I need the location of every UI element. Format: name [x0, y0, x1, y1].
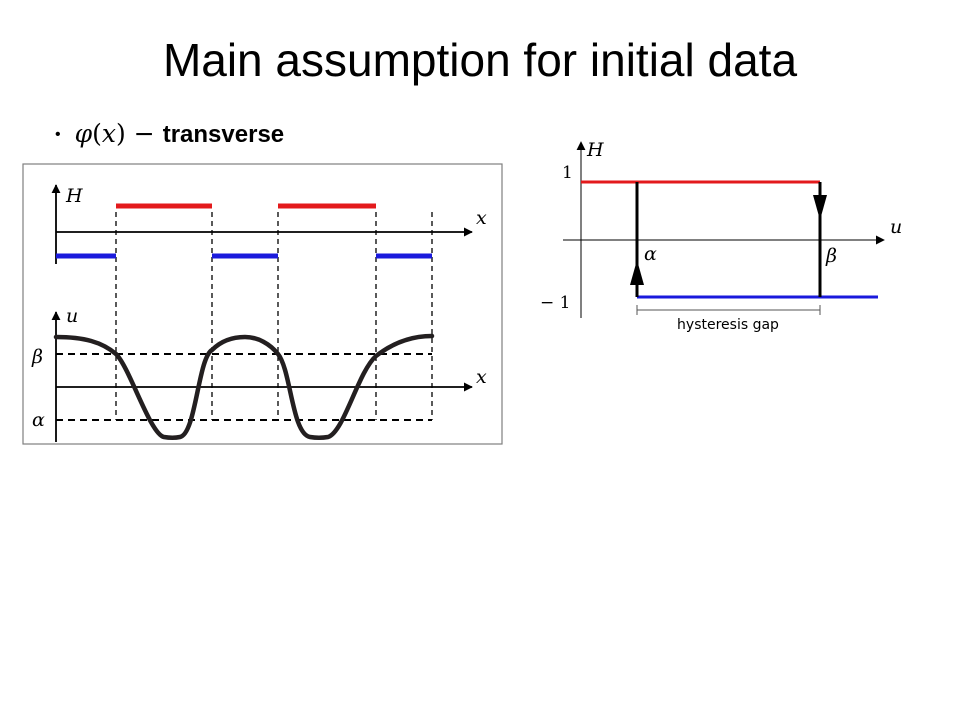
- left-diagram: H x u x β α: [22, 163, 503, 445]
- top-h-label: H: [65, 185, 83, 207]
- alpha-label-left: α: [32, 409, 45, 431]
- u-axis-label: u: [890, 216, 902, 238]
- bottom-x-label: x: [476, 366, 487, 388]
- bullet-item: • φ(x)−transverse: [55, 114, 284, 154]
- slide-title: Main assumption for initial data: [162, 34, 798, 86]
- up-arrow-icon: [630, 260, 644, 285]
- bullet-marker: •: [55, 126, 61, 143]
- right-diagram: H u 1 − 1 α β hysteresis gap: [540, 139, 902, 333]
- phi-symbol: φ: [74, 119, 93, 148]
- top-x-label: x: [476, 207, 487, 229]
- paren-open: (: [92, 119, 102, 148]
- beta-label-left: β: [31, 346, 43, 368]
- paren-close: ): [116, 119, 126, 148]
- u-profile-curve: [53, 333, 435, 440]
- tick-label-minus-1: − 1: [540, 293, 570, 313]
- tick-label-1: 1: [562, 163, 573, 183]
- beta-label: β: [825, 245, 837, 267]
- left-diagram-frame: [22, 163, 503, 445]
- down-arrow-icon: [813, 195, 827, 220]
- bullet-emphasis: transverse: [162, 121, 285, 148]
- h-axis-label: H: [586, 139, 604, 161]
- vertical-guides: [115, 212, 433, 420]
- hysteresis-gap-label: hysteresis gap: [677, 317, 779, 333]
- alpha-label: α: [644, 243, 657, 265]
- bottom-u-label: u: [66, 305, 78, 327]
- dash: −: [133, 119, 155, 148]
- x-variable: x: [101, 119, 116, 148]
